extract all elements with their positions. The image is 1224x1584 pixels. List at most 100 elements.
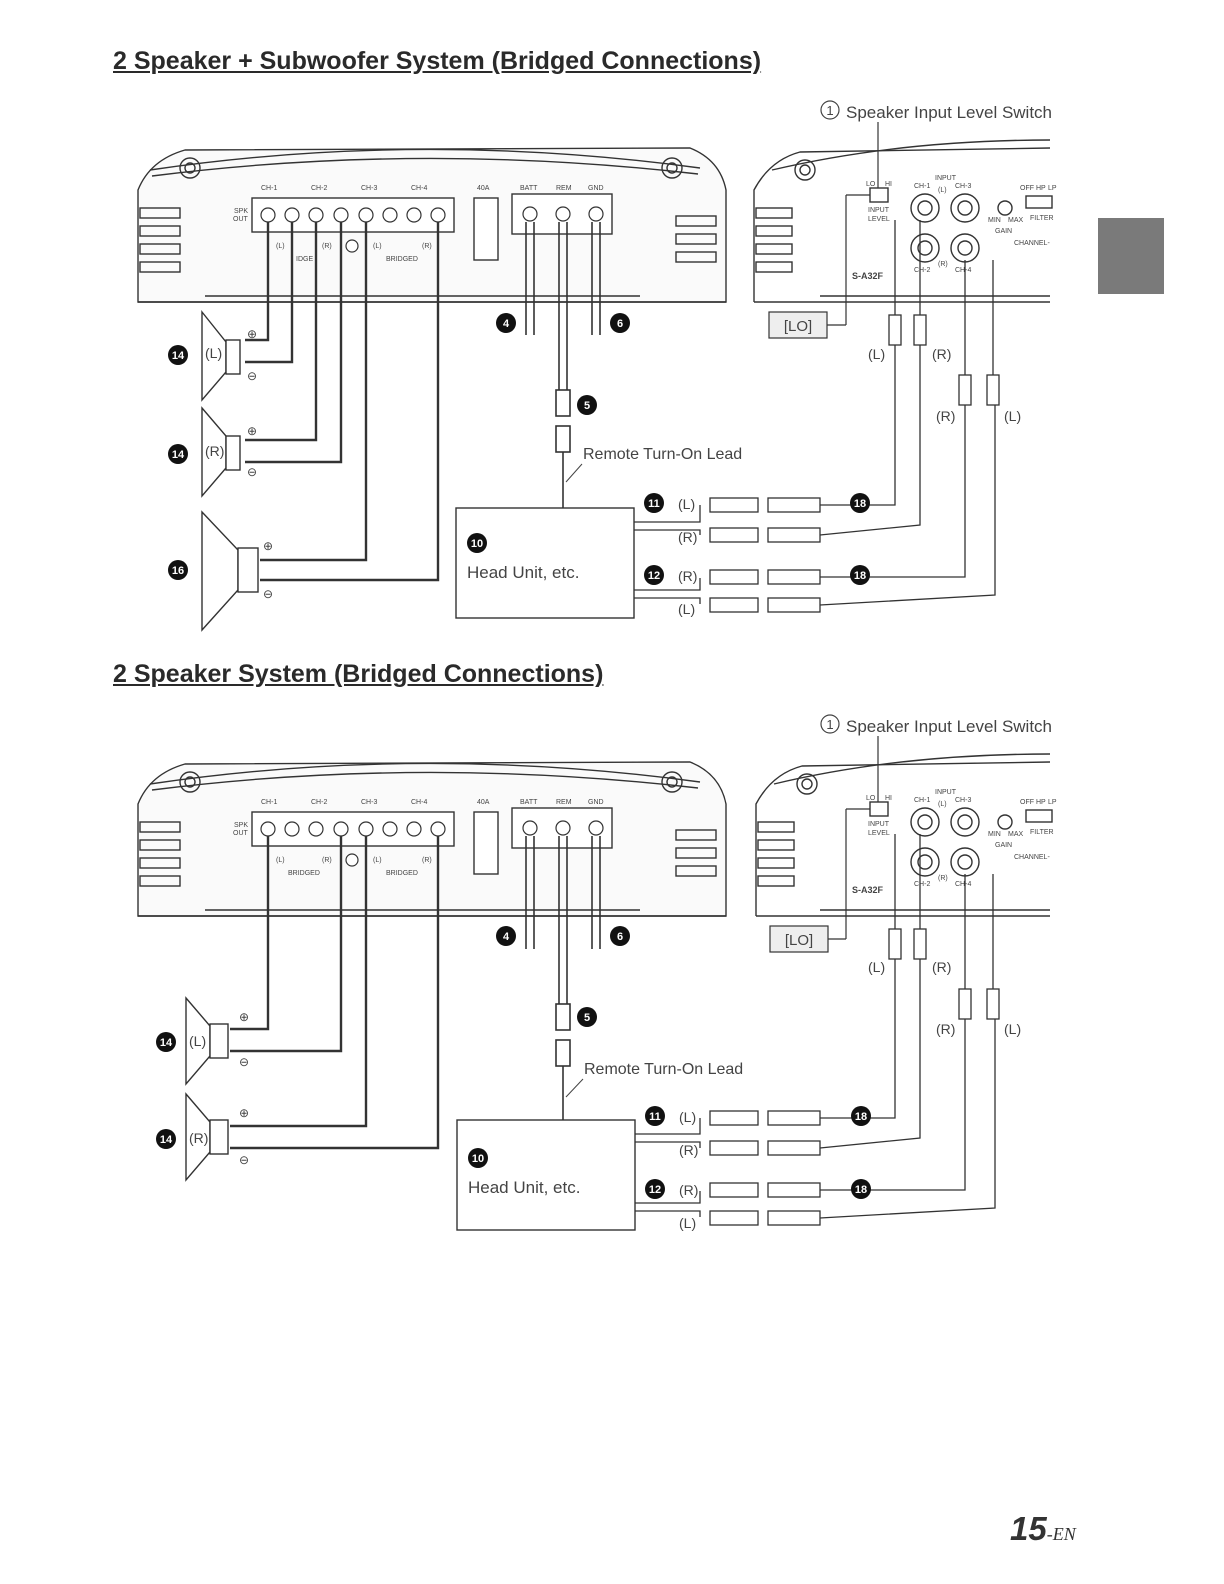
- svg-text:(L): (L): [679, 1215, 696, 1231]
- svg-text:GND: GND: [588, 185, 604, 192]
- svg-text:18: 18: [855, 1184, 867, 1196]
- svg-text:SPK: SPK: [234, 208, 248, 215]
- svg-text:Head Unit, etc.: Head Unit, etc.: [468, 1178, 580, 1197]
- svg-text:OUT: OUT: [233, 216, 249, 223]
- svg-text:(R): (R): [322, 243, 332, 250]
- badge-4: 4: [496, 313, 516, 333]
- page-number-value: 15: [1010, 1510, 1047, 1547]
- svg-text:INPUT: INPUT: [868, 207, 890, 214]
- badge-4-2: 4: [496, 926, 516, 946]
- svg-text:⊕: ⊕: [239, 1106, 249, 1120]
- svg-text:11: 11: [648, 498, 660, 510]
- wiring-diagram-speaker-subwoofer: 1 Speaker Input Level Switch CH-1 CH-2 C…: [137, 100, 1057, 632]
- svg-text:MIN: MIN: [988, 831, 1001, 838]
- power-wires: [525, 222, 601, 508]
- svg-text:40A: 40A: [477, 185, 490, 192]
- svg-text:CH-4: CH-4: [411, 185, 427, 192]
- svg-text:HI: HI: [885, 795, 892, 802]
- svg-text:CH-3: CH-3: [361, 799, 377, 806]
- svg-text:16: 16: [172, 565, 184, 577]
- speaker-wires: [245, 222, 440, 582]
- badge-14-left-2: 14: [156, 1032, 176, 1052]
- speaker-right-label: (R): [205, 443, 224, 459]
- svg-text:REM: REM: [556, 185, 572, 192]
- svg-text:(L): (L): [938, 187, 947, 194]
- svg-text:OFF: OFF: [1020, 799, 1034, 806]
- svg-text:FILTER: FILTER: [1030, 829, 1054, 836]
- svg-text:MAX: MAX: [1008, 217, 1024, 224]
- badge-5-2: 5: [577, 1007, 597, 1027]
- svg-text:(L): (L): [276, 857, 285, 864]
- speaker-input-level-switch-callout: 1 Speaker Input Level Switch: [820, 100, 1052, 190]
- svg-text:4: 4: [503, 931, 510, 943]
- speaker-terminals-2: [260, 820, 604, 867]
- svg-text:BRIDGED: BRIDGED: [386, 256, 418, 263]
- svg-text:CH-1: CH-1: [914, 797, 930, 804]
- head-unit: 10 Head Unit, etc.: [455, 507, 635, 619]
- rca-labels-2: 11 (L) (R) 12 (R) (L) 18 18: [645, 1106, 871, 1231]
- svg-text:MAX: MAX: [1008, 831, 1024, 838]
- svg-text:GAIN: GAIN: [995, 842, 1012, 849]
- svg-text:1: 1: [826, 717, 833, 732]
- panel-plug-l: (L): [868, 346, 885, 362]
- svg-text:⊕: ⊕: [239, 1010, 249, 1024]
- svg-text:12: 12: [649, 1184, 661, 1196]
- panel-plug-r: (R): [932, 346, 951, 362]
- svg-text:CH-1: CH-1: [261, 799, 277, 806]
- amplifier-body: [137, 147, 727, 303]
- svg-text:INPUT: INPUT: [935, 789, 957, 796]
- wiring-diagram-two-speaker: 1 Speaker Input Level Switch CH-1 CH-2 C…: [137, 714, 1057, 1231]
- speaker-input-level-switch-callout-2: 1 Speaker Input Level Switch: [820, 714, 1052, 804]
- svg-text:S-A32F: S-A32F: [852, 271, 884, 281]
- panel-plug-r2: (R): [936, 408, 955, 424]
- power-wires-2: [525, 836, 601, 1122]
- badge-6-2: 6: [610, 926, 630, 946]
- svg-text:5: 5: [584, 1012, 590, 1024]
- svg-text:FILTER: FILTER: [1030, 215, 1054, 222]
- svg-text:CH-2: CH-2: [914, 881, 930, 888]
- head-unit-2: 10 Head Unit, etc.: [456, 1119, 636, 1231]
- input-panel-labels: INPUT CH-1 CH-3 LO HI INPUT LEVEL OFF HP…: [852, 175, 1057, 281]
- svg-text:14: 14: [160, 1037, 173, 1049]
- svg-text:CH-4: CH-4: [411, 799, 427, 806]
- svg-text:(L): (L): [938, 801, 947, 808]
- svg-text:(L): (L): [276, 243, 285, 250]
- svg-text:HP: HP: [1036, 185, 1046, 192]
- speaker-front-left: [201, 310, 241, 402]
- speaker-wires-2: [230, 836, 440, 1150]
- svg-text:Head Unit, etc.: Head Unit, etc.: [467, 563, 579, 582]
- svg-text:(R): (R): [938, 261, 948, 268]
- svg-text:CH-4: CH-4: [955, 881, 971, 888]
- svg-text:(L): (L): [678, 601, 695, 617]
- badge-5: 5: [577, 395, 597, 415]
- svg-text:14: 14: [172, 449, 185, 461]
- svg-text:GND: GND: [588, 799, 604, 806]
- svg-text:CHANNEL-: CHANNEL-: [1014, 854, 1050, 861]
- svg-text:CH-3: CH-3: [955, 797, 971, 804]
- svg-text:[LO]: [LO]: [785, 932, 813, 949]
- amplifier-labels: CH-1 CH-2 CH-3 CH-4 SPK OUT 40A BATT REM…: [233, 185, 604, 263]
- svg-text:5: 5: [584, 400, 590, 412]
- svg-text:(R): (R): [322, 857, 332, 864]
- svg-text:(R): (R): [678, 568, 697, 584]
- svg-text:HI: HI: [885, 181, 892, 188]
- panel-plug-l2-2: (L): [1004, 1021, 1021, 1037]
- panel-rca-plugs-2: [888, 834, 1000, 1020]
- svg-text:BRIDGED: BRIDGED: [288, 870, 320, 877]
- page-language-suffix: -EN: [1046, 1524, 1076, 1544]
- svg-text:GAIN: GAIN: [995, 228, 1012, 235]
- svg-text:CHANNEL-: CHANNEL-: [1014, 240, 1050, 247]
- svg-text:BRIDGED: BRIDGED: [386, 870, 418, 877]
- svg-text:LO: LO: [866, 181, 876, 188]
- chapter-tab: [1098, 218, 1164, 294]
- svg-text:(R): (R): [679, 1182, 698, 1198]
- badge-14-left: 14: [168, 345, 188, 365]
- svg-text:Speaker Input Level Switch: Speaker Input Level Switch: [846, 717, 1052, 736]
- svg-text:LEVEL: LEVEL: [868, 216, 890, 223]
- svg-text:LO: LO: [866, 795, 876, 802]
- svg-text:12: 12: [648, 570, 660, 582]
- svg-text:(R): (R): [678, 529, 697, 545]
- svg-text:CH-2: CH-2: [311, 799, 327, 806]
- svg-text:CH-1: CH-1: [914, 183, 930, 190]
- svg-text:⊖: ⊖: [239, 1055, 249, 1069]
